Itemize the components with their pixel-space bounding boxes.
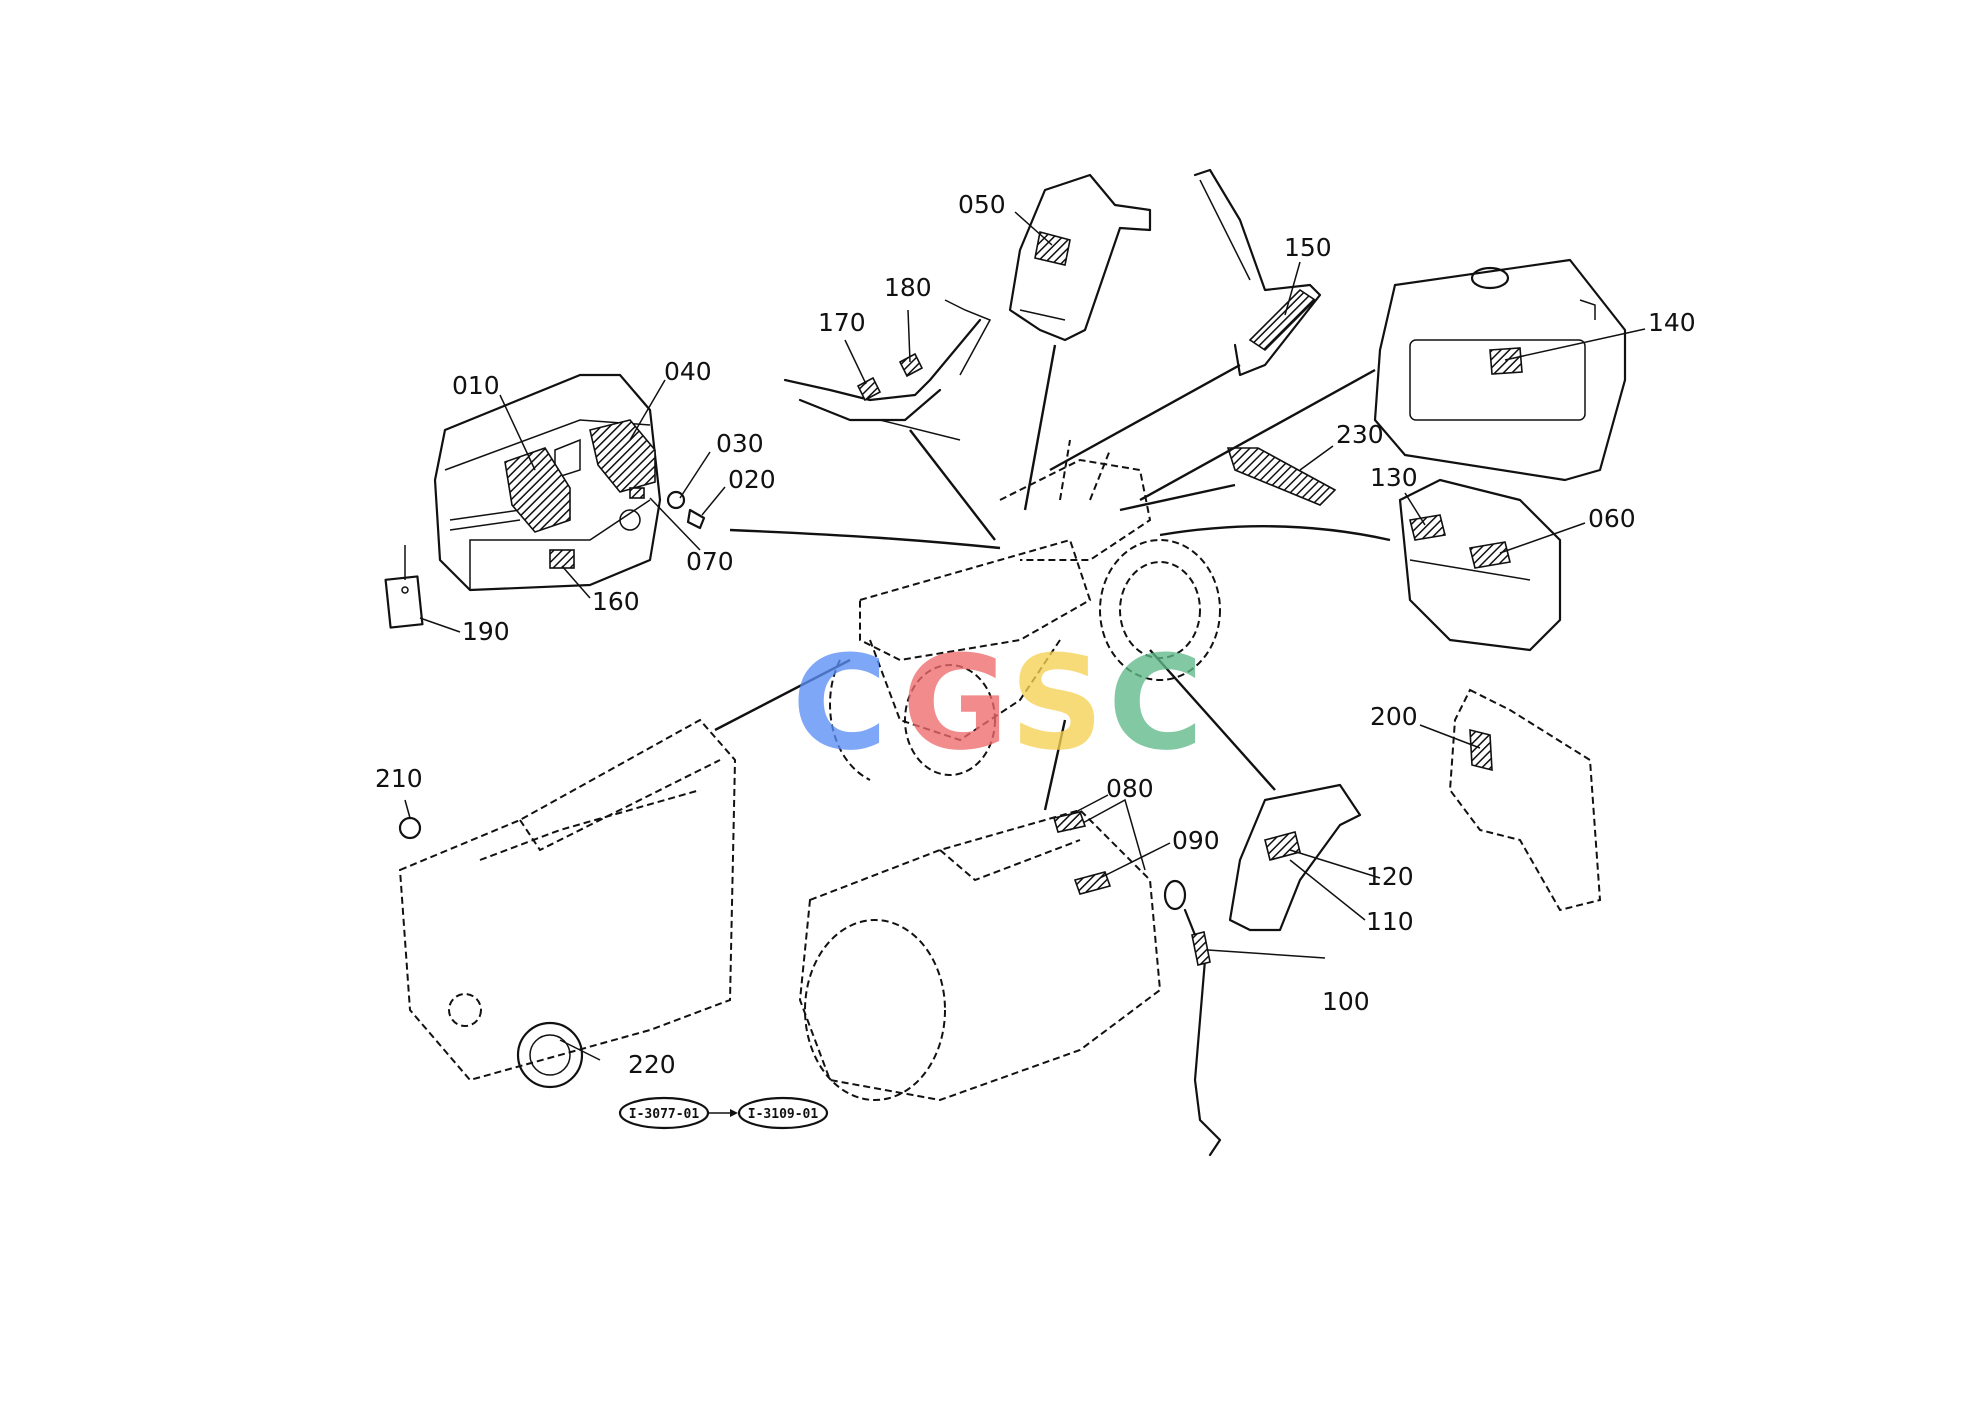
decal-120 — [1264, 831, 1301, 861]
watermark-logo: C G S C — [792, 627, 1203, 779]
decal-140 — [1489, 347, 1523, 375]
label-010: 010 — [452, 371, 500, 400]
label-120: 120 — [1366, 862, 1414, 891]
leader-fender-110 — [1149, 649, 1276, 791]
step-panel — [1398, 478, 1562, 652]
lever-150 — [1193, 168, 1322, 377]
label-210: 210 — [375, 764, 423, 793]
leader-step — [1159, 525, 1391, 542]
watermark-letter-3: S — [1010, 627, 1104, 779]
fender-110 — [1228, 783, 1362, 932]
decal-130 — [1409, 514, 1446, 541]
leader-lever-150 — [1049, 363, 1241, 472]
decal-100 — [1191, 931, 1211, 966]
bolt-020 — [686, 508, 706, 530]
label-060: 060 — [1588, 504, 1636, 533]
decal-080 — [1052, 811, 1087, 833]
label-130: 130 — [1370, 463, 1418, 492]
label-150: 150 — [1284, 233, 1332, 262]
decal-180 — [898, 352, 924, 378]
label-020: 020 — [728, 465, 776, 494]
decal-160 — [549, 549, 575, 569]
label-050: 050 — [958, 190, 1006, 219]
leader-pedal — [909, 429, 996, 541]
decal-040 — [589, 419, 656, 493]
decal-200 — [1469, 728, 1493, 772]
washer-030 — [666, 490, 686, 510]
leader-230 — [1119, 483, 1236, 512]
leader-fender-050 — [1023, 344, 1057, 511]
reference-to[interactable]: I-3109-01 — [737, 1096, 829, 1130]
leader-tank — [1139, 368, 1376, 502]
leader-hood — [729, 528, 1001, 550]
cap-210 — [398, 816, 422, 840]
svg-text:I-3077-01: I-3077-01 — [629, 1107, 700, 1122]
label-100: 100 — [1322, 987, 1370, 1016]
tractor-assembly — [829, 439, 1221, 781]
svg-text:I-3109-01: I-3109-01 — [748, 1107, 819, 1122]
decal-050 — [1034, 231, 1071, 266]
decal-170 — [856, 376, 882, 402]
label-220: 220 — [628, 1050, 676, 1079]
watermark-letter-1: C — [792, 627, 887, 779]
label-180: 180 — [884, 273, 932, 302]
decal-010 — [504, 447, 571, 533]
label-170: 170 — [818, 308, 866, 337]
label-230: 230 — [1336, 420, 1384, 449]
leader-transmission — [1043, 719, 1067, 811]
engine-block — [398, 718, 737, 1089]
label-040: 040 — [664, 357, 712, 386]
label-140: 140 — [1648, 308, 1696, 337]
decal-230 — [1226, 447, 1337, 506]
label-leaders — [404, 211, 1646, 1061]
lever-100 — [1163, 879, 1222, 1157]
leader-engine — [714, 658, 851, 732]
label-090: 090 — [1172, 826, 1220, 855]
label-160: 160 — [592, 587, 640, 616]
label-200: 200 — [1370, 702, 1418, 731]
label-190: 190 — [462, 617, 510, 646]
decal-060 — [1469, 541, 1511, 569]
label-110: 110 — [1366, 907, 1414, 936]
decal-070 — [629, 487, 645, 499]
tag-190 — [384, 545, 424, 629]
reference-from[interactable]: I-3077-01 — [618, 1096, 710, 1130]
side-panel-200 — [1448, 688, 1602, 912]
reference-arrow-head — [730, 1109, 738, 1117]
transmission-housing — [798, 798, 1162, 1102]
watermark-letter-2: G — [902, 627, 1009, 779]
watermark-letter-4: C — [1108, 627, 1203, 779]
label-080: 080 — [1106, 774, 1154, 803]
fender-050 — [1008, 173, 1152, 342]
pedal-bracket — [783, 299, 992, 441]
decal-150 — [1248, 288, 1317, 352]
label-070: 070 — [686, 547, 734, 576]
label-030: 030 — [716, 429, 764, 458]
fuel-tank — [1373, 258, 1627, 482]
